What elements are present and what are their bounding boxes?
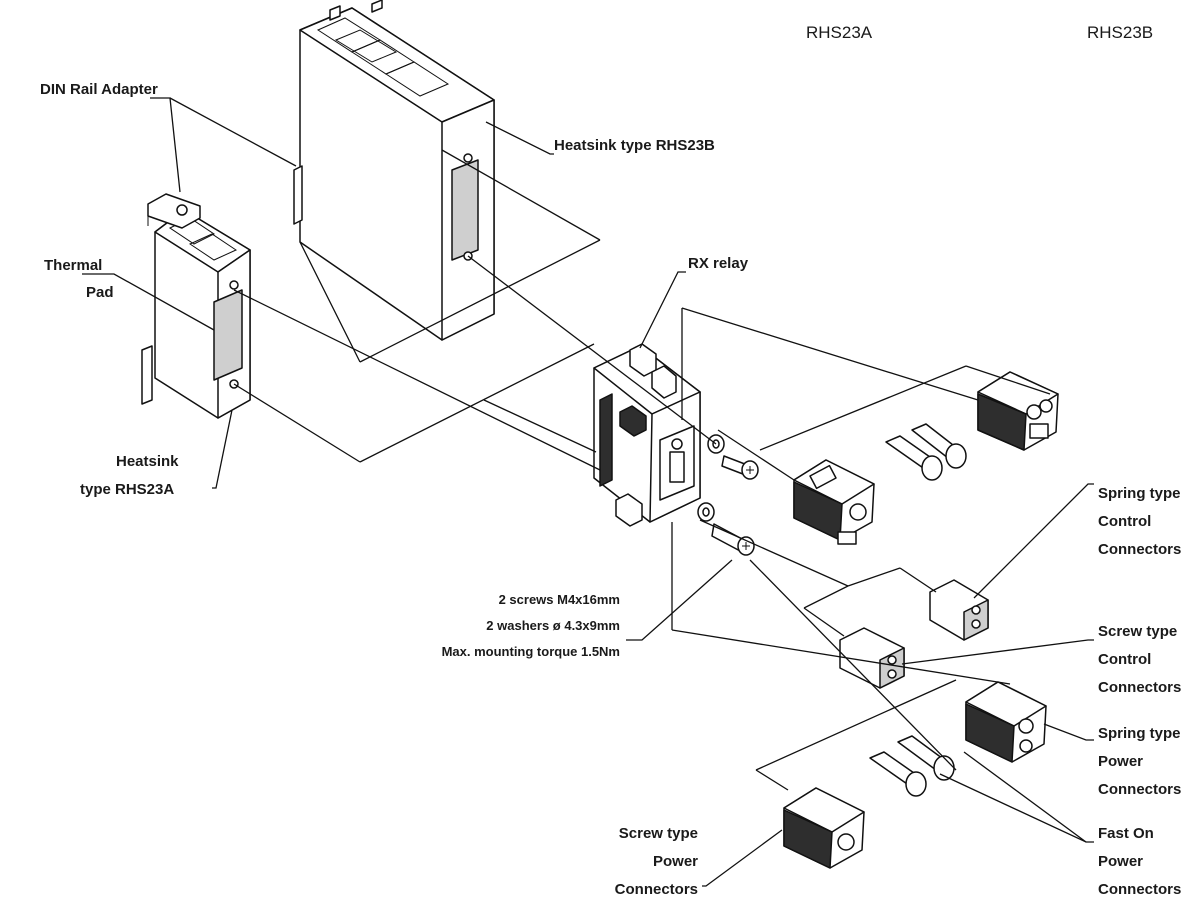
- screw-control-connector: [839, 627, 905, 689]
- header-variant-a: RHS23A: [806, 23, 873, 42]
- label-spring-control-1: Spring type: [1098, 485, 1181, 502]
- label-torque: Max. mounting torque 1.5Nm: [442, 644, 620, 659]
- label-spring-power-1: Spring type: [1098, 725, 1181, 742]
- label-spring-control-2: Control: [1098, 513, 1151, 530]
- spring-control-connector: [929, 579, 989, 641]
- label-spring-control-3: Connectors: [1098, 541, 1181, 558]
- label-din-rail-adapter: DIN Rail Adapter: [40, 81, 158, 98]
- screw-upper: [707, 434, 759, 480]
- fast-on-lower: [869, 735, 955, 797]
- rx-relay: [593, 343, 701, 527]
- label-heatsink-a-2: type RHS23A: [80, 481, 174, 498]
- screw-power-connector-middle: [793, 459, 875, 545]
- label-screw-control-3: Connectors: [1098, 679, 1181, 696]
- header-variant-b: RHS23B: [1087, 23, 1153, 42]
- label-heatsink-a-1: Heatsink: [116, 453, 179, 470]
- leader-lines: [82, 97, 1094, 887]
- fast-on-upper: [885, 423, 967, 481]
- label-washers: 2 washers ø 4.3x9mm: [486, 618, 620, 633]
- label-fast-on-2: Power: [1098, 853, 1143, 870]
- label-spring-power-2: Power: [1098, 753, 1143, 770]
- label-fast-on-3: Connectors: [1098, 881, 1181, 898]
- screw-power-connector-lower: [783, 787, 865, 869]
- heatsink-rhs23a: [141, 209, 251, 419]
- label-screw-control-1: Screw type: [1098, 623, 1177, 640]
- label-screw-control-2: Control: [1098, 651, 1151, 668]
- label-spring-power-3: Connectors: [1098, 781, 1181, 798]
- label-screw-power-2: Power: [653, 853, 698, 870]
- din-rail-adapter: [147, 193, 201, 229]
- label-heatsink-b: Heatsink type RHS23B: [554, 137, 715, 154]
- spring-power-connector-upper: [977, 371, 1059, 451]
- heatsink-rhs23b: [293, 0, 495, 341]
- label-thermal-pad-1: Thermal: [44, 257, 102, 274]
- label-screw-power-1: Screw type: [619, 825, 698, 842]
- label-rx-relay: RX relay: [688, 255, 749, 272]
- label-screw-power-3: Connectors: [615, 881, 698, 898]
- label-thermal-pad-2: Pad: [86, 284, 114, 301]
- screw-lower: [697, 502, 755, 556]
- alignment-lines: [233, 149, 1051, 791]
- spring-power-connector-lower: [965, 681, 1047, 763]
- label-screws: 2 screws M4x16mm: [499, 592, 620, 607]
- label-fast-on-1: Fast On: [1098, 825, 1154, 842]
